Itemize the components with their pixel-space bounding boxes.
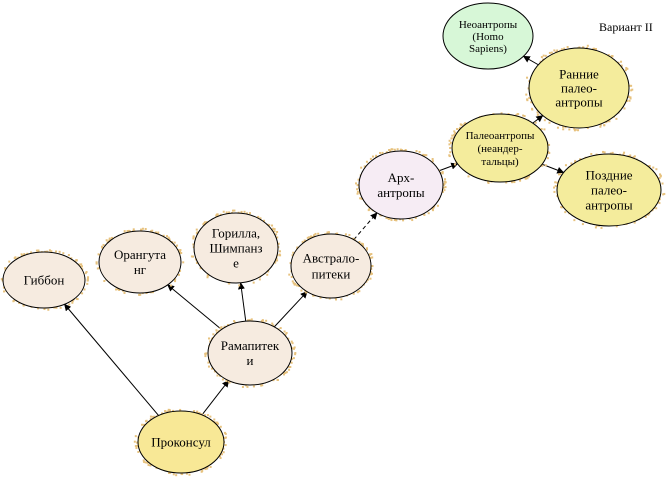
node-label: антропы — [555, 95, 603, 110]
variant-label: Вариант II — [599, 20, 653, 34]
node-label: тальцы) — [481, 156, 519, 168]
node-label: Австрало- — [303, 251, 360, 266]
node-label: Палеоантропы — [466, 130, 535, 142]
edge-paleoanthropes-to-early_paleo — [532, 115, 544, 124]
node-archanthropes: Арх-антропы — [355, 148, 447, 222]
edge-proconsul-to-gibbon — [64, 303, 159, 416]
node-label: Неоантропы — [459, 19, 518, 31]
node-label: (неандер- — [478, 143, 523, 155]
node-gibbon: Гиббон — [0, 249, 90, 311]
node-label: палео- — [591, 183, 627, 198]
node-label: Орангута — [114, 247, 166, 262]
edge-ramapithecus-to-gorilla — [238, 282, 247, 322]
node-ellipse — [193, 212, 279, 284]
node-label: питеки — [312, 267, 351, 282]
node-label: Sapiens) — [469, 43, 507, 55]
edge-australopithecus-to-archanthropes — [353, 212, 378, 241]
node-australopithecus: Австрало-питеки — [288, 231, 374, 301]
node-ellipse — [98, 230, 182, 294]
node-label: нг — [134, 262, 146, 277]
node-label: Проконсул — [151, 435, 211, 450]
node-label: Поздние — [585, 168, 632, 183]
node-ellipse — [2, 251, 86, 309]
node-label: Рамапитек — [221, 338, 280, 353]
node-label: Арх- — [388, 170, 415, 185]
node-label: палео- — [561, 81, 597, 96]
node-label: и — [247, 353, 254, 368]
edge-ramapithecus-to-australopithecus — [273, 291, 308, 328]
node-ellipse — [556, 153, 662, 227]
node-label: антропы — [377, 185, 425, 200]
node-ellipse — [290, 233, 372, 299]
node-paleoanthropes: Палеоантропы(неандер-тальцы) — [448, 112, 551, 184]
edges-layer — [64, 55, 565, 416]
node-ellipse — [358, 150, 444, 220]
node-ellipse — [207, 320, 293, 386]
edge-proconsul-to-ramapithecus — [201, 379, 230, 416]
node-ellipse — [442, 2, 534, 70]
node-ellipse — [451, 113, 549, 183]
edge-early_paleo-to-neoanthropes — [522, 55, 539, 66]
node-label: Шимпанз — [209, 241, 262, 256]
edge-ramapithecus-to-orangutan — [167, 284, 222, 330]
node-proconsul: Проконсул — [133, 408, 227, 477]
node-ellipse — [137, 410, 225, 474]
node-label: (Homo — [472, 31, 504, 43]
node-label: Ранние — [559, 67, 599, 82]
node-label: антропы — [585, 198, 633, 213]
node-label: Горилла, — [212, 226, 260, 241]
node-ellipse — [528, 47, 630, 129]
node-label: е — [233, 256, 239, 271]
node-label: Гиббон — [24, 273, 65, 288]
